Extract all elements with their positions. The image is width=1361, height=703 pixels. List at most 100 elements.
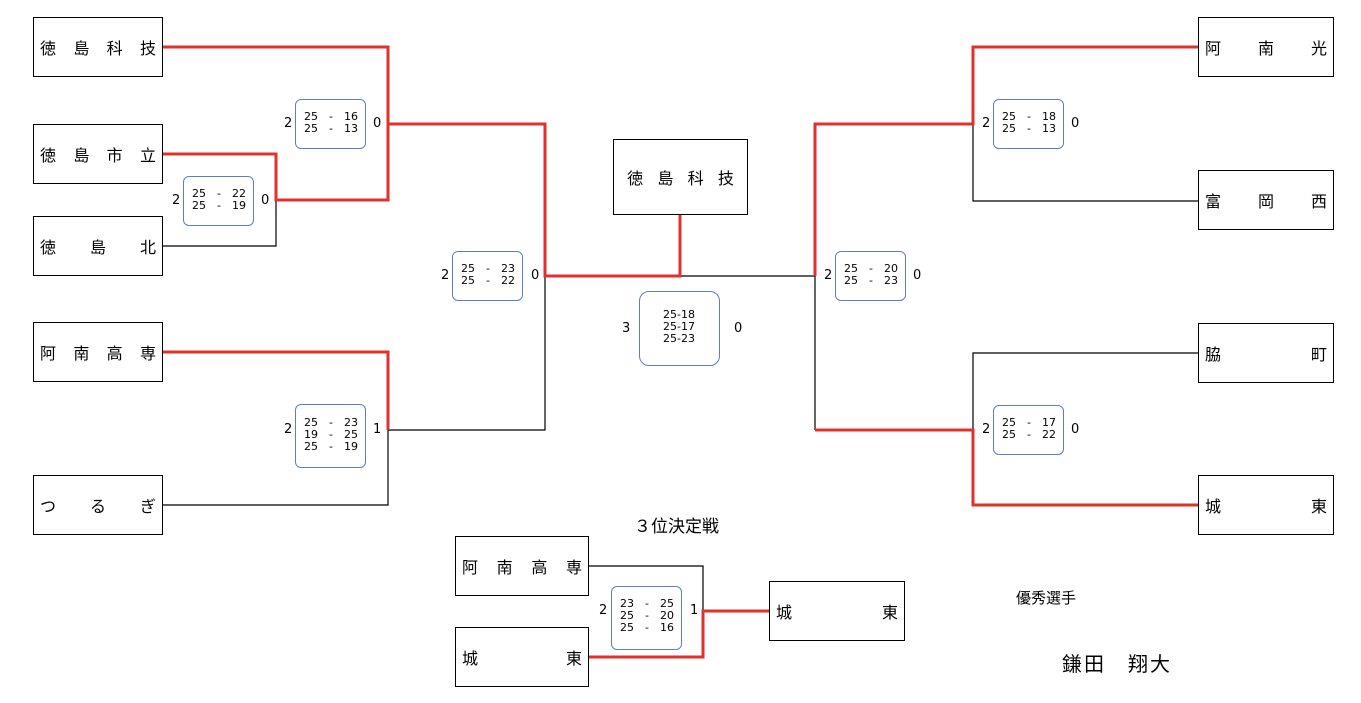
- champion-box: 徳 島 科 技: [613, 139, 748, 215]
- score-bracket: [835, 251, 906, 301]
- score-right: 0: [1071, 116, 1080, 131]
- score-left: 2: [284, 422, 293, 437]
- set-score: 25 - 22: [192, 187, 246, 200]
- team-char: 阿: [40, 344, 57, 363]
- set-score: 25 - 20: [844, 262, 898, 275]
- third-winner: 城 東: [769, 581, 905, 641]
- team-right-3: 脇 町: [1198, 323, 1334, 383]
- set-score: 25 - 20: [620, 609, 674, 622]
- third-place-title: ３位決定戦: [634, 517, 719, 537]
- third-team-b: 城 東: [455, 627, 589, 687]
- team-char: 脇: [1205, 345, 1222, 364]
- score-bracket: [183, 176, 254, 226]
- team-char: 東: [565, 649, 582, 668]
- team-char: 南: [73, 344, 90, 363]
- set-score: 19 - 25: [304, 428, 358, 441]
- set-score: 25-18: [663, 308, 695, 321]
- set-score: 25 - 23: [304, 416, 358, 429]
- score-left: 2: [824, 268, 833, 283]
- team-char: 島: [89, 238, 106, 257]
- set-scores: 25 - 20 25 - 23: [840, 263, 902, 287]
- team-char: 北: [139, 238, 156, 257]
- team-right-2: 富 岡 西: [1198, 170, 1334, 230]
- set-score: 25 - 13: [1002, 122, 1056, 135]
- score-bracket: [639, 291, 720, 366]
- score-right: 0: [913, 268, 922, 283]
- team-char: 高: [106, 344, 123, 363]
- team-left-3: 徳 島 北: [33, 216, 163, 276]
- team-char: 島: [73, 146, 90, 165]
- team-char: 富: [1205, 192, 1222, 211]
- set-score: 25 - 16: [620, 621, 674, 634]
- score-right: 0: [261, 193, 270, 208]
- set-score: 25 - 19: [192, 199, 246, 212]
- set-scores: 25 - 22 25 - 19: [188, 188, 250, 212]
- team-char: ぎ: [139, 497, 156, 516]
- set-score: 23 - 25: [620, 597, 674, 610]
- team-char: る: [89, 497, 106, 516]
- score-bracket: [295, 99, 366, 149]
- set-scores: 25 - 18 25 - 13: [998, 111, 1060, 135]
- team-char: 技: [139, 39, 156, 58]
- team-char: 科: [106, 39, 123, 58]
- score-right: 1: [690, 603, 699, 618]
- team-left-4: 阿 南 高 専: [33, 322, 163, 382]
- team-char: 城: [462, 649, 479, 668]
- score-left: 2: [982, 116, 991, 131]
- score-left: 2: [982, 422, 991, 437]
- team-char: 島: [657, 169, 674, 188]
- score-left: 2: [599, 603, 608, 618]
- team-char: 徳: [40, 146, 57, 165]
- team-left-1: 徳 島 科 技: [33, 17, 163, 77]
- score-bracket: [295, 404, 366, 468]
- score-right: 0: [734, 321, 743, 336]
- set-scores: 25 - 17 25 - 22: [998, 417, 1060, 441]
- score-bracket: [452, 251, 523, 301]
- team-char: 市: [106, 146, 123, 165]
- score-left: 2: [172, 193, 181, 208]
- team-char: 高: [531, 558, 548, 577]
- team-char: 徳: [40, 238, 57, 257]
- team-char: 城: [776, 603, 793, 622]
- team-char: 専: [139, 344, 156, 363]
- team-char: 立: [139, 146, 156, 165]
- team-right-1: 阿 南 光: [1198, 17, 1334, 77]
- score-right: 1: [373, 422, 382, 437]
- mvp-label: 優秀選手: [1016, 589, 1077, 607]
- set-scores: 25 - 23 19 - 25 25 - 19: [300, 417, 362, 453]
- third-team-a: 阿 南 高 専: [455, 536, 589, 596]
- team-char: 城: [1205, 497, 1222, 516]
- team-char: 島: [73, 39, 90, 58]
- score-right: 0: [1071, 422, 1080, 437]
- team-char: 岡: [1257, 192, 1274, 211]
- team-char: 西: [1310, 192, 1327, 211]
- score-bracket: [993, 99, 1064, 149]
- set-score: 25 - 16: [304, 110, 358, 123]
- team-left-2: 徳 島 市 立: [33, 124, 163, 184]
- team-left-5: つ る ぎ: [33, 475, 163, 535]
- set-score: 25 - 13: [304, 122, 358, 135]
- score-left: 2: [284, 116, 293, 131]
- set-score: 25 - 17: [1002, 416, 1056, 429]
- score-left: 3: [622, 321, 631, 336]
- set-scores: 25 - 16 25 - 13: [300, 111, 362, 135]
- team-char: 南: [1257, 39, 1274, 58]
- team-char: 技: [717, 169, 734, 188]
- mvp-name: 鎌田 翔大: [1062, 652, 1172, 676]
- team-char: つ: [40, 497, 57, 516]
- set-score: 25 - 22: [1002, 428, 1056, 441]
- team-char: 東: [1310, 497, 1327, 516]
- set-score: 25-23: [663, 332, 695, 345]
- team-char: 科: [687, 169, 704, 188]
- set-scores: 25-18 25-17 25-23: [646, 309, 712, 345]
- team-char: 専: [565, 558, 582, 577]
- set-score: 25 - 18: [1002, 110, 1056, 123]
- score-left: 2: [441, 268, 450, 283]
- set-score: 25 - 23: [844, 274, 898, 287]
- team-char: 東: [881, 603, 898, 622]
- set-scores: 25 - 23 25 - 22: [457, 263, 519, 287]
- team-char: 阿: [1205, 39, 1222, 58]
- score-bracket: [993, 405, 1064, 455]
- set-score: 25 - 22: [461, 274, 515, 287]
- set-score: 25-17: [663, 320, 695, 333]
